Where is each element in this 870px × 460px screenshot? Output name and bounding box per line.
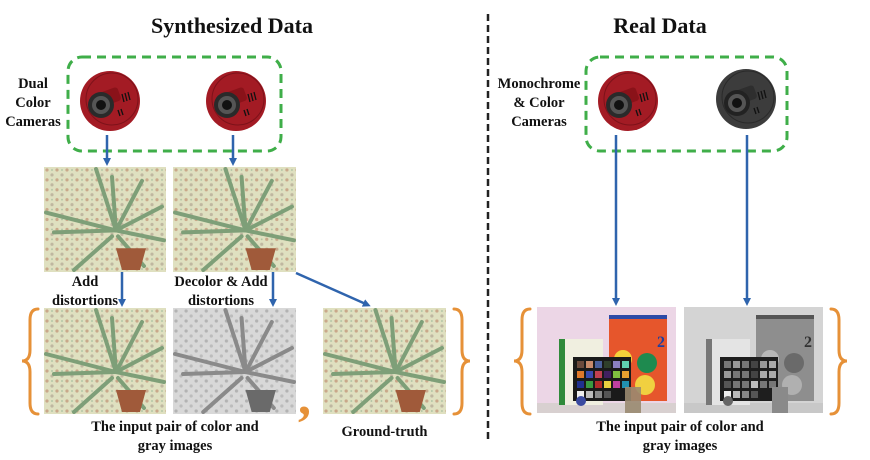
- real-title: Real Data: [613, 13, 707, 38]
- add-distortions-label: Add distortions: [51, 274, 119, 309]
- synthesized-input-pair-caption: The input pair of color and gray images: [91, 419, 259, 454]
- arrow-to-ground-truth: [295, 271, 371, 307]
- ground-truth-caption: Ground-truth: [341, 424, 428, 440]
- right-brace-real: [829, 307, 848, 416]
- mono-color-camera-label: Monochrome & Color Cameras: [497, 76, 581, 130]
- real-input-pair-caption: The input pair of color and gray images: [596, 419, 764, 454]
- dual-camera-label: Dual Color Cameras: [5, 76, 61, 130]
- dual-camera-group-box: [66, 55, 283, 153]
- comma-separator: ,: [298, 369, 311, 426]
- synthesized-title: Synthesized Data: [151, 13, 313, 38]
- mono-color-camera-group-box: [584, 55, 789, 153]
- left-brace-synthesized: [21, 307, 40, 416]
- decolor-add-distortions-label: Decolor & Add distortions: [174, 274, 268, 309]
- right-brace-synthesized: [452, 307, 471, 416]
- left-brace-real: [513, 307, 532, 416]
